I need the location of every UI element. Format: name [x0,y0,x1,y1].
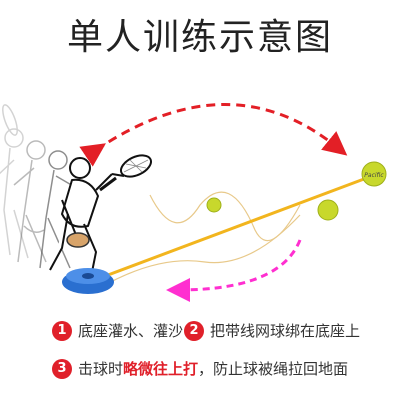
step-1: 1 底座灌水、灌沙 [52,320,183,341]
step-3: 3 击球时 略微往上打 ，防止球被绳拉回地面 [52,358,348,379]
step-3-number: 3 [52,358,72,379]
step-1-text: 底座灌水、灌沙 [78,322,184,340]
tennis-ball-main: Pacific [361,161,387,187]
trajectory-curve [149,191,301,241]
step-1-number: 1 [52,320,72,341]
weighted-base [62,268,114,294]
step-3-text-before: 击球时 [78,360,124,378]
trajectory-curve-lower [104,214,301,286]
tennis-ball-2 [317,199,339,221]
tennis-ball-3 [206,197,222,213]
ball-logo: Pacific [364,172,384,179]
racket-icon-lower [66,232,90,248]
swing-arrow [79,103,348,167]
step-3-text-after: ，防止球被绳拉回地面 [198,360,349,378]
racket-icon [99,154,152,192]
tether-rope [99,174,373,280]
diagram-title: 单人训练示意图 [66,17,333,58]
ghost-player-far [0,104,29,259]
return-arrow [166,239,302,302]
ghost-player-mid [13,140,47,263]
player-figure [49,157,125,283]
step-2-number: 2 [184,320,204,341]
step-2: 2 把带线网球绑在底座上 [184,320,360,341]
step-3-highlight: 略微往上打 [123,360,199,378]
step-2-text: 把带线网球绑在底座上 [210,322,361,340]
